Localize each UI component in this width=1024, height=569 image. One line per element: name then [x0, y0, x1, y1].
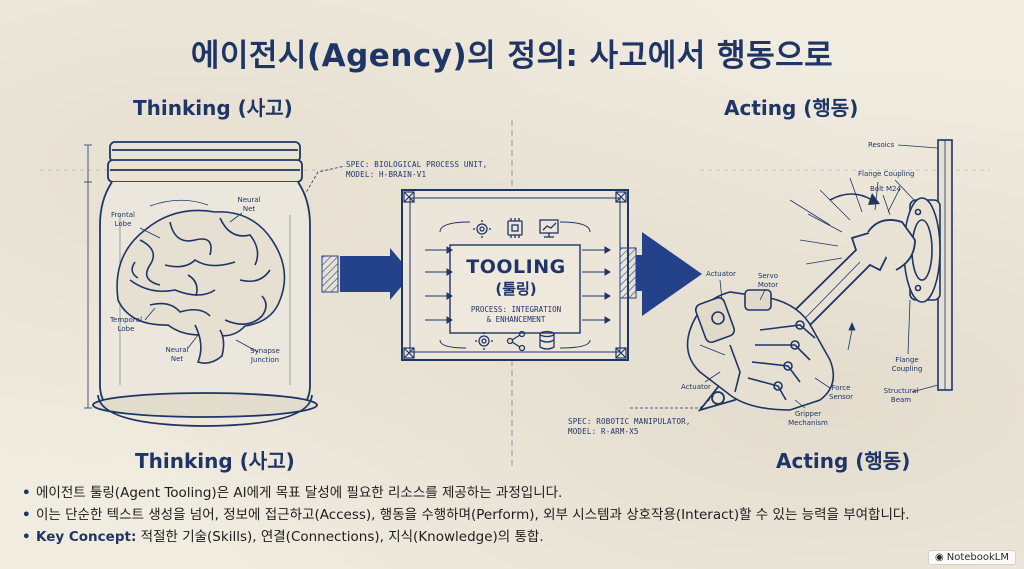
- page-title: 에이전시(Agency)의 정의: 사고에서 행동으로: [190, 38, 834, 74]
- label-resoics: Resoics: [868, 141, 895, 149]
- robot-spec-line2: MODEL: R-ARM-X5: [568, 427, 639, 436]
- notebooklm-badge[interactable]: ◉NotebookLM: [928, 550, 1016, 565]
- brain-spec: SPEC: BIOLOGICAL PROCESS UNIT, MODEL: H-…: [346, 160, 487, 180]
- robot-spec-line1: SPEC: ROBOTIC MANIPULATOR,: [568, 417, 691, 426]
- bullet-text-3: 적절한 기술(Skills), 연결(Connections), 지식(Know…: [136, 529, 544, 545]
- tooling-process-line2: & ENHANCEMENT: [486, 315, 546, 324]
- bullet-text-2: 이는 단순한 텍스트 생성을 넘어, 정보에 접근하고(Access), 행동을…: [36, 507, 910, 523]
- notebooklm-logo-icon: ◉: [935, 552, 944, 563]
- thinking-heading-bottom: Thinking (사고): [135, 449, 295, 473]
- bullet-list: • 에이전트 툴링(Agent Tooling)은 AI에게 목표 달성에 필요한…: [22, 482, 1012, 548]
- tooling-title: TOOLING: [466, 256, 566, 278]
- robot-spec: SPEC: ROBOTIC MANIPULATOR, MODEL: R-ARM-…: [568, 417, 691, 437]
- label-bolt-m24: Bolt M24: [870, 185, 901, 193]
- rotation-arrow: [829, 193, 873, 201]
- share-network-icon: [506, 330, 526, 352]
- tooling-process-line1: PROCESS: INTEGRATION: [470, 305, 562, 314]
- bullet-item-3: • Key Concept: 적절한 기술(Skills), 연결(Connect…: [22, 526, 1012, 548]
- bullet-dot-icon: •: [22, 529, 31, 545]
- acting-heading-bottom: Acting (행동): [776, 449, 911, 473]
- label-actuator-bottom: Actuator: [681, 383, 711, 391]
- gear-icon: [473, 220, 491, 238]
- robot-hand-icon: [686, 289, 835, 411]
- tooling-process: PROCESS: INTEGRATION & ENHANCEMENT: [430, 305, 602, 325]
- label-neural-net-top: Neural Net: [237, 196, 261, 213]
- label-synapse-junction: Synapse Junction: [250, 347, 280, 364]
- bullet-dot-icon: •: [22, 485, 31, 501]
- robot-leaders: [704, 144, 939, 409]
- chip-icon: [507, 218, 523, 238]
- brain-leaders: [139, 199, 259, 353]
- tooling-subtitle: (툴링): [495, 280, 537, 298]
- settings-cog-icon: [475, 332, 493, 350]
- brain-spec-line2: MODEL: H-BRAIN-V1: [346, 170, 427, 179]
- bullet-item-2: • 이는 단순한 텍스트 생성을 넘어, 정보에 접근하고(Access), 행동…: [22, 504, 1012, 526]
- bullet-item-1: • 에이전트 툴링(Agent Tooling)은 AI에게 목표 달성에 필요한…: [22, 482, 1012, 504]
- database-icon: [539, 330, 555, 350]
- label-temporal-lobe: Temporal Lobe: [109, 316, 143, 333]
- label-structural-beam: Structural Beam: [883, 387, 919, 404]
- thinking-heading-top: Thinking (사고): [133, 96, 293, 120]
- brain-spec-line1: SPEC: BIOLOGICAL PROCESS UNIT,: [346, 160, 488, 169]
- label-force-sensor: Force Sensor: [829, 384, 853, 401]
- key-concept-label: Key Concept:: [36, 529, 137, 545]
- arrow-right-icon: [619, 232, 702, 316]
- label-flange-coupling-top: Flange Coupling: [858, 170, 915, 178]
- chart-monitor-icon: [539, 219, 559, 238]
- label-neural-net-bottom: Neural Net: [165, 346, 189, 363]
- label-actuator-top: Actuator: [706, 270, 736, 278]
- label-frontal-lobe: Frontal Lobe: [111, 211, 135, 228]
- label-servo-motor: Servo Motor: [757, 272, 779, 289]
- spark-lines: [789, 177, 901, 265]
- bullet-dot-icon: •: [22, 507, 31, 523]
- label-flange-coupling-bottom: Flange Coupling: [891, 356, 923, 373]
- acting-heading-top: Acting (행동): [724, 96, 859, 120]
- wall-pipe-icon: [903, 139, 953, 391]
- brain-spec-leader: [303, 165, 346, 197]
- robot-spec-leader: [630, 394, 716, 409]
- label-gripper-mechanism: Gripper Mechanism: [788, 410, 828, 427]
- bullet-text-1: 에이전트 툴링(Agent Tooling)은 AI에게 목표 달성에 필요한 …: [36, 485, 563, 501]
- arrow-left-icon: [321, 248, 412, 300]
- brain-icon: [116, 209, 286, 364]
- brand-label: NotebookLM: [946, 552, 1009, 563]
